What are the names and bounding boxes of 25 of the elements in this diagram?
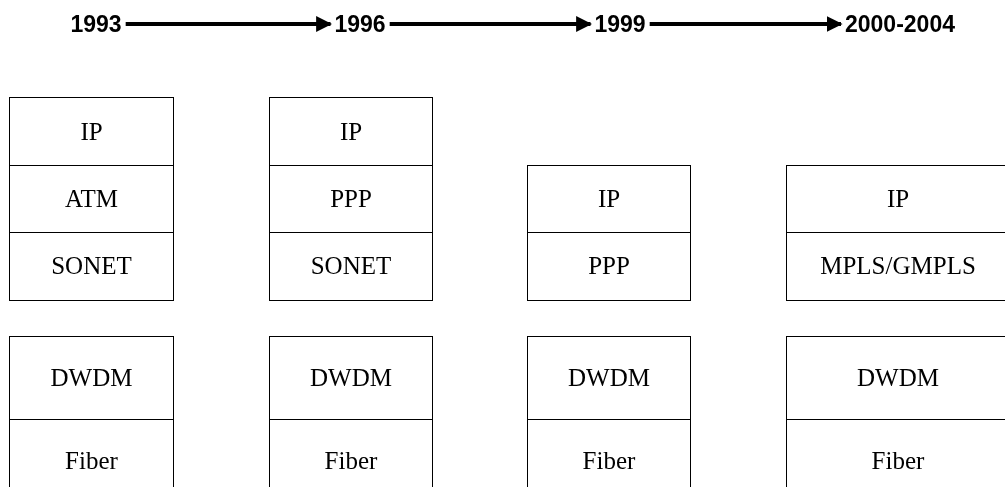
protocol-layer-box: IP	[269, 97, 433, 167]
protocol-layer-box: IP	[527, 165, 691, 234]
protocol-layer-box: Fiber	[269, 419, 433, 487]
protocol-layer-box: SONET	[9, 232, 174, 301]
protocol-layer-box: SONET	[269, 232, 433, 301]
protocol-layer-box: PPP	[527, 232, 691, 301]
protocol-layer-box: PPP	[269, 165, 433, 234]
arrow	[649, 16, 843, 32]
protocol-layer-box: IP	[9, 97, 174, 167]
protocol-layer-box: DWDM	[527, 336, 691, 421]
year-label: 1996	[334, 10, 386, 38]
protocol-layer-box: ATM	[9, 165, 174, 234]
protocol-layer-box: Fiber	[786, 419, 1005, 487]
protocol-layer-box: IP	[786, 165, 1005, 234]
arrow	[125, 16, 333, 32]
year-label: 1993	[70, 10, 122, 38]
protocol-layer-box: DWDM	[9, 336, 174, 421]
protocol-layer-box: Fiber	[9, 419, 174, 487]
protocol-layer-box: DWDM	[269, 336, 433, 421]
protocol-layer-box: MPLS/GMPLS	[786, 232, 1005, 301]
year-label: 2000-2004	[845, 10, 955, 38]
protocol-layer-box: DWDM	[786, 336, 1005, 421]
protocol-layer-box: Fiber	[527, 419, 691, 487]
year-label: 1999	[594, 10, 646, 38]
arrow	[389, 16, 593, 32]
